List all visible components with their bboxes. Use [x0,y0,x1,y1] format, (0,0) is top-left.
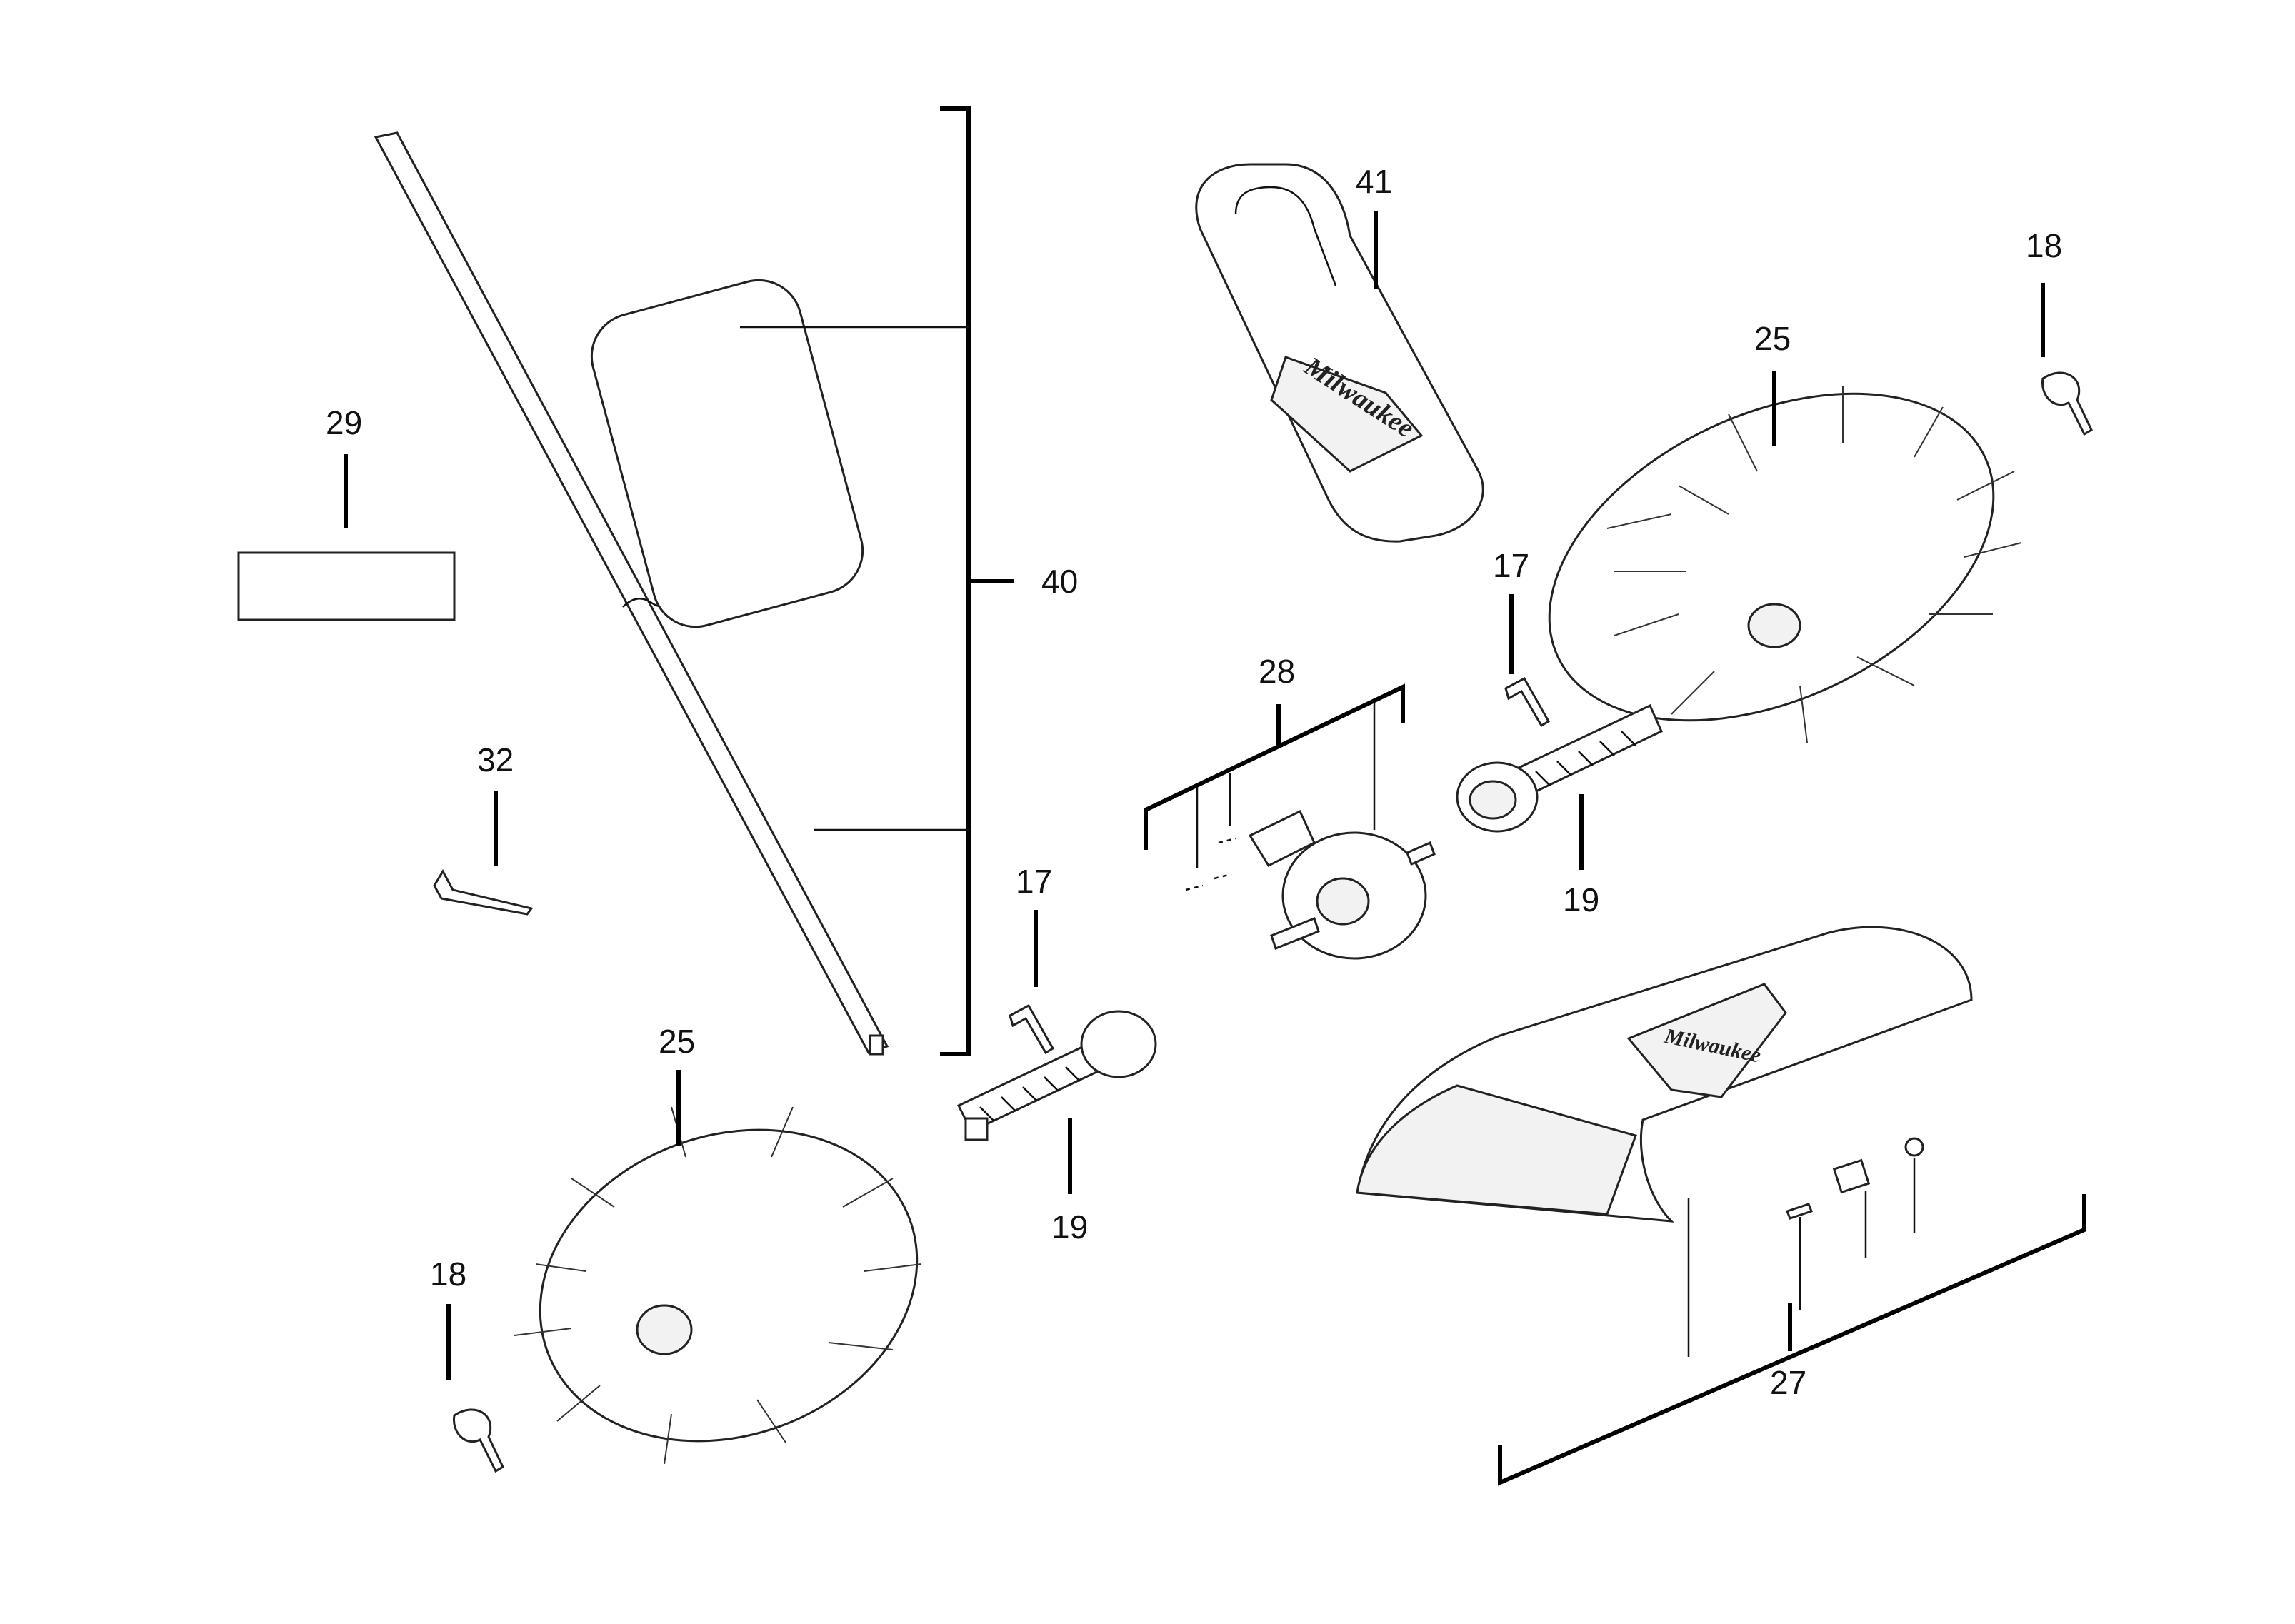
part-41-storage-bag: Milwaukee [1195,163,1484,543]
part-40-extension-pole [374,131,889,1056]
callout-27: 27 [1770,1364,1806,1401]
callout-18-bottom: 18 [430,1255,466,1293]
part-28-gearbox [1144,683,1436,960]
callout-17-top: 17 [1493,547,1529,584]
part-17-pin-bottom [1009,910,1055,1055]
callout-19-bottom: 19 [1051,1208,1088,1245]
part-19-shaft-top [1456,703,1663,870]
callout-18-top: 18 [2026,227,2062,264]
part-32-hex-key [433,791,534,916]
callout-40: 40 [1041,563,1078,600]
callout-41: 41 [1356,163,1392,200]
part-25-brush-top [1548,371,2022,743]
part-40-sleeve [590,279,864,628]
part-25-brush-bottom [514,1070,922,1465]
part-27-brush-guard: Milwaukee [1356,926,2086,1486]
callout-25-bottom: 25 [659,1023,695,1060]
callout-19-top: 19 [1563,881,1599,918]
callout-32: 32 [477,741,514,778]
callout-25-top: 25 [1754,320,1791,357]
part-29-label [237,454,456,621]
part-18-cotter-pin-bottom [446,1304,504,1473]
bracket-40 [740,106,1014,1056]
callout-29: 29 [326,404,362,441]
part-18-cotter-pin-top [2041,283,2093,436]
callout-17-bottom: 17 [1016,863,1052,900]
part-17-pin-top [1504,594,1551,728]
callout-28: 28 [1259,653,1295,690]
part-19-shaft-bottom [956,1010,1157,1194]
